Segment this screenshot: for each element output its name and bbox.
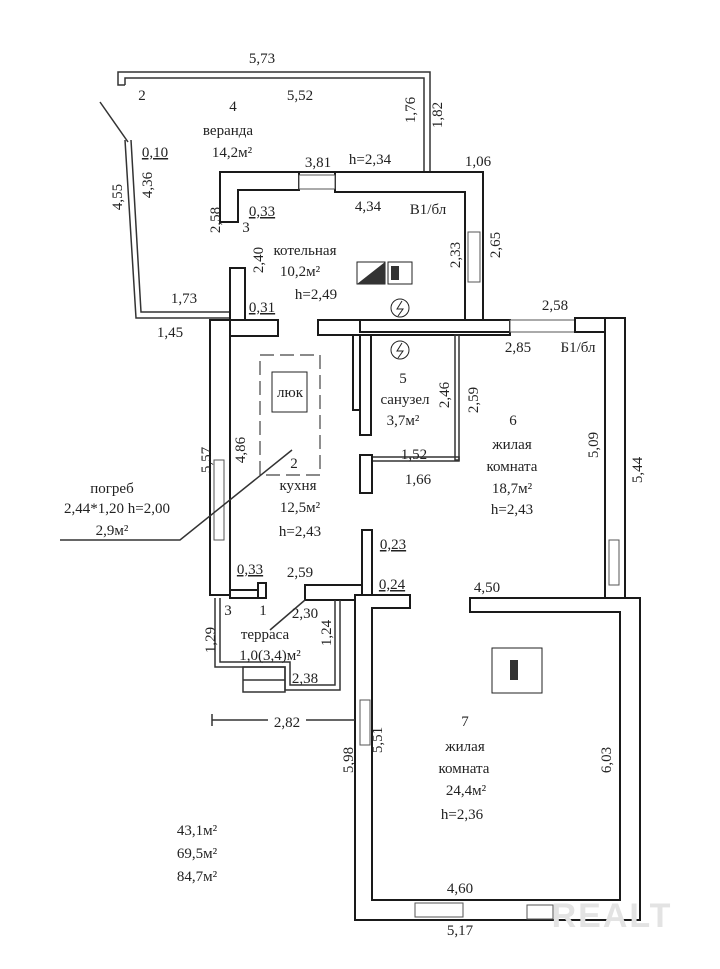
wall-type: Б1/бл bbox=[560, 340, 596, 356]
room7-walls bbox=[211, 594, 641, 921]
room-number: 2 bbox=[290, 456, 298, 472]
dim: 1,06 bbox=[465, 154, 492, 170]
wall-thickness: 0,31 bbox=[249, 300, 275, 316]
dim: 5,17 bbox=[447, 923, 474, 939]
dim: 3,81 bbox=[305, 155, 331, 171]
room-area: 3,7м² bbox=[387, 413, 420, 429]
dim: 1,76 bbox=[403, 96, 419, 123]
stove-icon bbox=[510, 660, 518, 680]
room-height: h=2,43 bbox=[491, 502, 533, 518]
entrance-number: 2 bbox=[138, 88, 146, 104]
veranda-walls bbox=[99, 71, 431, 319]
room-number: 5 bbox=[399, 371, 407, 387]
dim: 1,29 bbox=[203, 627, 219, 653]
electric-socket-icon bbox=[390, 340, 410, 360]
dim: 1,24 bbox=[319, 619, 335, 646]
wall-thickness: 0,23 bbox=[380, 537, 406, 553]
entrance-number: 3 bbox=[224, 603, 232, 619]
dim: 4,34 bbox=[355, 199, 382, 215]
room-number: 4 bbox=[229, 99, 237, 115]
wall-thickness: 0,10 bbox=[142, 145, 168, 161]
room-name: комната bbox=[487, 459, 538, 475]
room-name: терраса bbox=[241, 627, 290, 643]
dim: 4,50 bbox=[474, 580, 500, 596]
room-number: 6 bbox=[509, 413, 517, 429]
dim: 2,38 bbox=[292, 671, 318, 687]
dim: 2,40 bbox=[251, 247, 267, 273]
dim: 2,58 bbox=[542, 298, 568, 314]
room-area: 1,0(3,4)м² bbox=[239, 648, 301, 664]
dim: 1,52 bbox=[401, 447, 427, 463]
dim: 5,51 bbox=[370, 727, 386, 753]
dim: 5,73 bbox=[249, 51, 275, 67]
dim: 2,82 bbox=[274, 715, 300, 731]
watermark: REALT bbox=[552, 897, 673, 935]
terrace-walls bbox=[214, 598, 341, 693]
dim: 5,57 bbox=[199, 446, 215, 473]
room-number: 7 bbox=[461, 714, 469, 730]
dim: 2,59 bbox=[466, 387, 482, 413]
room-name: кухня bbox=[279, 478, 316, 494]
cellar-name: погреб bbox=[90, 481, 134, 497]
room-height: h=2,36 bbox=[441, 807, 484, 823]
dim: 6,03 bbox=[599, 747, 615, 773]
dim: 2,58 bbox=[208, 207, 224, 233]
dim: 2,30 bbox=[292, 606, 318, 622]
labels: 5,73 2 5,52 4 веранда 14,2м² 0,10 1,76 1… bbox=[64, 51, 646, 939]
total-living-area: 43,1м² bbox=[177, 823, 218, 839]
boiler-icon bbox=[356, 261, 413, 285]
dim: 4,86 bbox=[233, 436, 249, 463]
room-area: 24,4м² bbox=[446, 783, 487, 799]
dim: 2,59 bbox=[287, 565, 313, 581]
wall-type: В1/бл bbox=[410, 202, 447, 218]
room-name: жилая bbox=[491, 437, 532, 453]
wall-thickness: 0,33 bbox=[237, 562, 263, 578]
room-number: 3 bbox=[242, 220, 250, 236]
room-name: комната bbox=[439, 761, 490, 777]
entrance-number: 1 bbox=[259, 603, 267, 619]
dim: 1,66 bbox=[405, 472, 432, 488]
hatch-label: люк bbox=[277, 385, 304, 401]
dim: 2,65 bbox=[488, 232, 504, 258]
dim: 2,46 bbox=[437, 381, 453, 408]
cellar-area: 2,9м² bbox=[96, 523, 129, 539]
room-name: веранда bbox=[203, 123, 253, 139]
dim: 5,44 bbox=[630, 456, 646, 483]
dim: 4,60 bbox=[447, 881, 473, 897]
dim: 5,98 bbox=[341, 747, 357, 773]
wall-thickness: 0,24 bbox=[379, 577, 406, 593]
dim: 5,09 bbox=[586, 432, 602, 458]
dim: 4,55 bbox=[110, 184, 126, 210]
dim: 1,82 bbox=[430, 102, 446, 128]
room-height: h=2,49 bbox=[295, 287, 337, 303]
room-area: 18,7м² bbox=[492, 481, 533, 497]
dim: 2,33 bbox=[448, 242, 464, 268]
wall-thickness: 0,33 bbox=[249, 204, 275, 220]
room-height: h=2,43 bbox=[279, 524, 321, 540]
dim: 4,36 bbox=[140, 171, 156, 198]
dim: 5,52 bbox=[287, 88, 313, 104]
room-height: h=2,34 bbox=[349, 152, 392, 168]
total-area: 69,5м² bbox=[177, 846, 218, 862]
room-name: санузел bbox=[380, 392, 430, 408]
room-name: котельная bbox=[274, 243, 337, 259]
cellar-size: 2,44*1,20 h=2,00 bbox=[64, 501, 170, 517]
house-walls bbox=[209, 317, 626, 609]
gross-area: 84,7м² bbox=[177, 869, 218, 885]
dim: 1,45 bbox=[157, 325, 183, 341]
room-area: 10,2м² bbox=[280, 264, 321, 280]
room-name: жилая bbox=[444, 739, 485, 755]
cellar-hatch bbox=[60, 354, 321, 541]
electric-panel-icon bbox=[390, 298, 410, 318]
room-area: 14,2м² bbox=[212, 145, 253, 161]
room-area: 12,5м² bbox=[280, 500, 321, 516]
dim: 2,85 bbox=[505, 340, 531, 356]
dim: 1,73 bbox=[171, 291, 197, 307]
